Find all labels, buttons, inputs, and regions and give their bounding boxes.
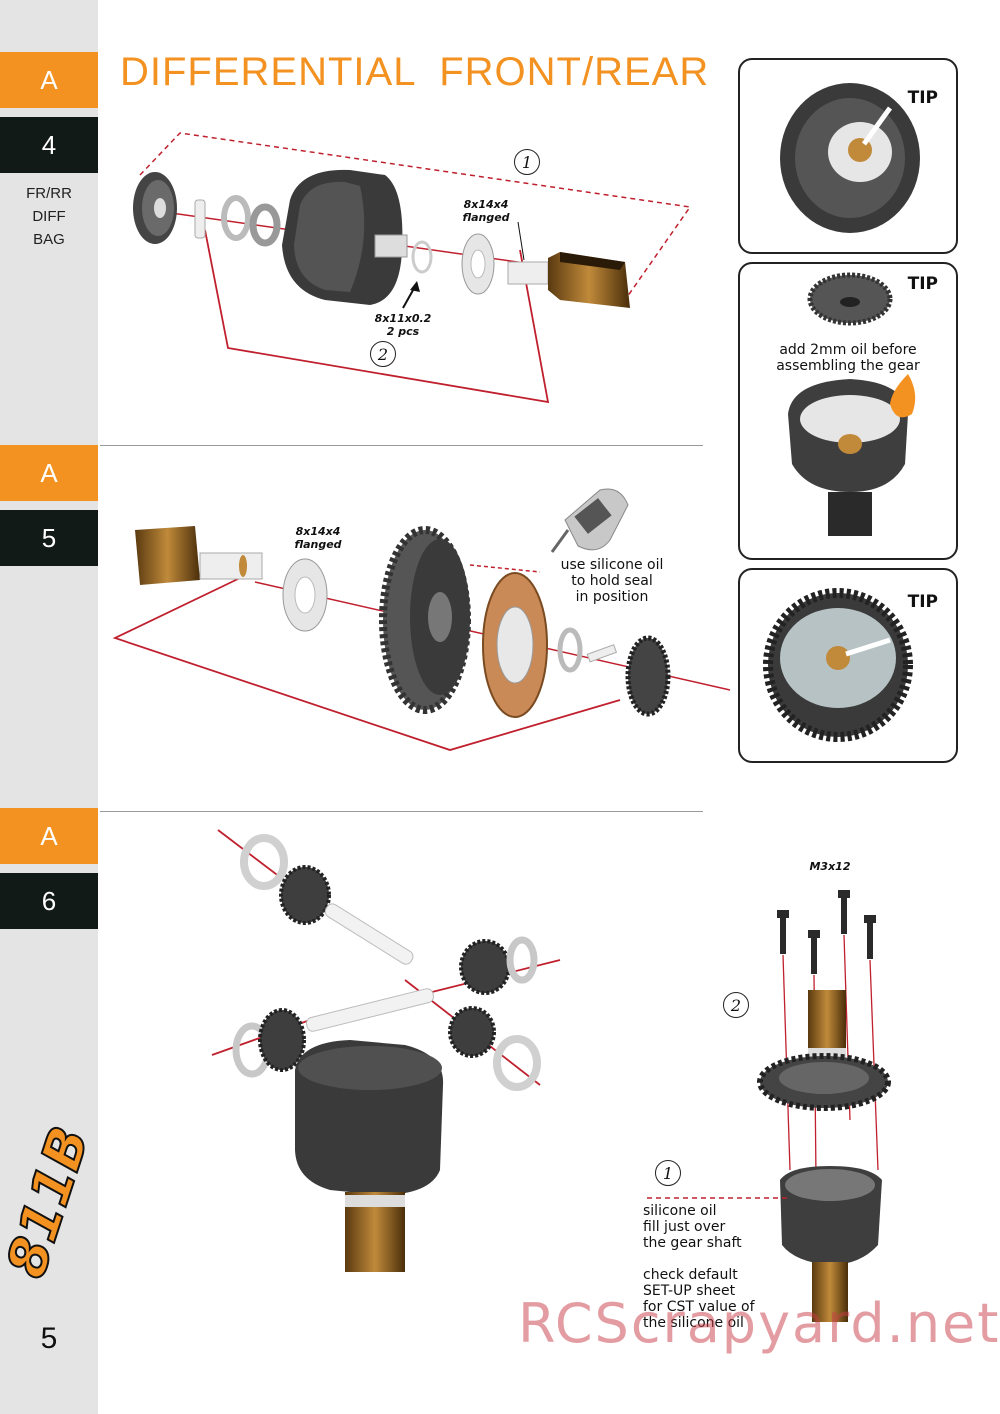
note-line: SET-UP sheet — [643, 1283, 736, 1299]
label-line: 8x11x0.2 — [374, 312, 432, 325]
page-number: 5 — [40, 1322, 58, 1355]
ring-gear-illustration — [757, 1053, 891, 1111]
tip-label: TIP — [907, 592, 938, 612]
tip-illustration — [780, 83, 920, 233]
bevel-gear-illustration — [448, 1006, 496, 1058]
diff-case-illustration — [282, 169, 408, 305]
bearing-illustration — [461, 233, 495, 295]
bearing-illustration — [282, 558, 328, 632]
outdrive-illustration — [507, 252, 630, 308]
gasket-illustration — [482, 572, 548, 718]
note-line: the gear shaft — [643, 1235, 742, 1251]
ring-gear-illustration — [379, 526, 471, 714]
step6-assembly-drawing — [647, 890, 891, 1322]
silicone-fill-note: silicone oil fill just over the gear sha… — [643, 1203, 783, 1251]
oil-bottle-illustration — [550, 488, 629, 553]
label-line: 8x14x4 — [295, 525, 341, 538]
note-line: for CST value of — [643, 1299, 755, 1315]
label-line: 8x14x4 — [463, 198, 509, 211]
callout-2: 2 — [370, 341, 396, 367]
section-number-5: 5 — [0, 510, 98, 566]
tip-box: TIP add 2mm oil before assembling the ge… — [738, 262, 958, 560]
bevel-gear-illustration — [459, 939, 511, 995]
bag-line: DIFF — [32, 208, 66, 225]
note-line: use silicone oil — [560, 557, 664, 573]
callout-1: 1 — [655, 1160, 681, 1186]
bearing-label: 8x14x4 flanged — [287, 525, 349, 551]
outdrive-illustration — [135, 526, 263, 585]
note-line: silicone oil — [643, 1203, 717, 1219]
silicone-oil-note: use silicone oil to hold seal in positio… — [556, 557, 668, 605]
label-line: flanged — [294, 538, 342, 551]
screw-label: M3x12 — [809, 860, 851, 873]
callout-1: 1 — [514, 149, 540, 175]
bevel-gear-illustration — [279, 865, 331, 925]
note-line: add 2mm oil before — [779, 342, 917, 358]
bevel-gear-illustration — [625, 635, 671, 717]
callout-2: 2 — [723, 992, 749, 1018]
tip-label: TIP — [907, 274, 938, 294]
bag-label: FR/RR DIFF BAG — [0, 182, 98, 251]
note-line: to hold seal — [571, 573, 653, 589]
note-line: check default — [643, 1267, 738, 1283]
tip-box: TIP — [738, 58, 958, 254]
section-letter-a6: A — [0, 808, 98, 864]
label-line: flanged — [462, 211, 510, 224]
diff-case-illustration — [295, 1040, 444, 1272]
tip-illustration — [763, 588, 913, 742]
step6-exploded-drawing — [211, 829, 561, 1272]
section-number-4: 4 — [0, 117, 98, 173]
section-divider — [100, 811, 703, 812]
label-line: 2 pcs — [386, 325, 420, 338]
watermark: RCScrapyard.net — [518, 1292, 1000, 1355]
brand-logo: 811B — [0, 1118, 98, 1286]
section-divider — [100, 445, 703, 446]
page-title: DIFFERENTIAL FRONT/REAR — [120, 50, 710, 94]
tip-box: TIP — [738, 568, 958, 763]
section-number-6: 6 — [0, 873, 98, 929]
section-letter-a5: A — [0, 445, 98, 501]
note-line: in position — [575, 589, 649, 605]
note-line: the silicone oil — [643, 1315, 744, 1331]
setup-sheet-note: check default SET-UP sheet for CST value… — [643, 1267, 783, 1331]
bag-line: FR/RR — [26, 185, 72, 202]
sidebar — [0, 0, 98, 1414]
shim-label: 8x11x0.2 2 pcs — [370, 312, 436, 338]
note-line: assembling the gear — [776, 358, 920, 374]
section-letter-a4: A — [0, 52, 98, 108]
bag-line: BAG — [33, 231, 65, 248]
bevel-gear-illustration — [258, 1008, 306, 1072]
pinion-gear-illustration — [133, 172, 177, 244]
step4-drawing — [133, 132, 692, 404]
screw-illustration — [777, 890, 876, 974]
note-line: fill just over — [643, 1219, 726, 1235]
tip-label: TIP — [907, 88, 938, 108]
step5-drawing — [112, 488, 731, 751]
bearing-label: 8x14x4 flanged — [455, 198, 517, 224]
tip-oil-note: add 2mm oil before assembling the gear — [740, 342, 956, 374]
tip-illustration — [788, 272, 916, 536]
